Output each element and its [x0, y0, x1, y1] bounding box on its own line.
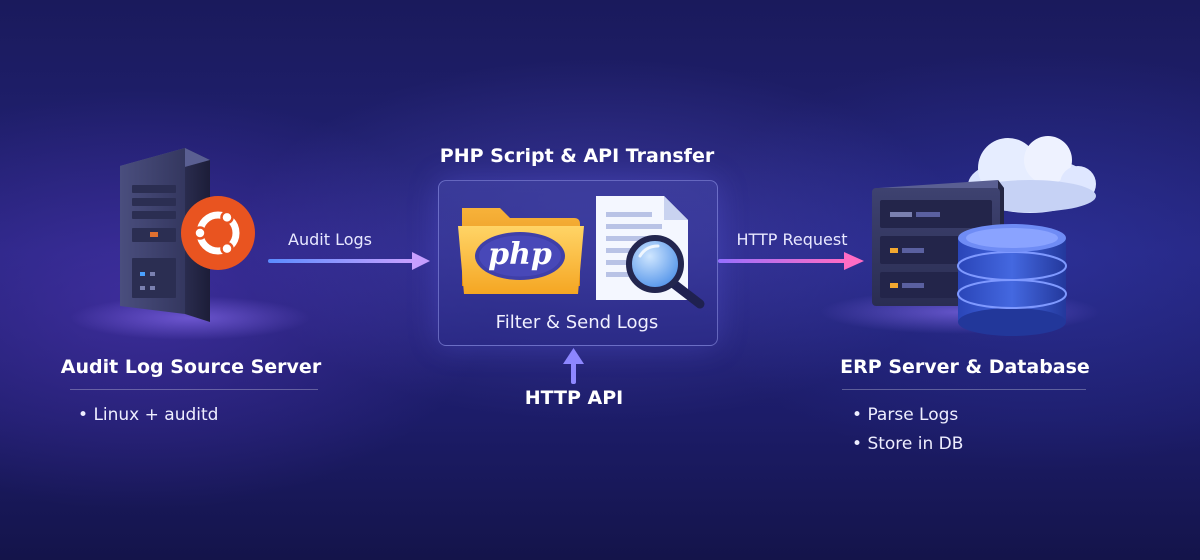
- folder-icon: [458, 208, 584, 294]
- bullet-dot: •: [852, 405, 863, 425]
- http-request-label: HTTP Request: [736, 230, 848, 249]
- database-icon: [957, 224, 1067, 336]
- ubuntu-logo-icon: [181, 196, 255, 270]
- audit-logs-arrow: [268, 252, 430, 270]
- destination-bullet-2: • Store in DB: [852, 434, 963, 454]
- source-bullet: • Linux + auditd: [78, 405, 218, 425]
- destination-divider: [842, 389, 1086, 390]
- http-api-arrow: [563, 348, 584, 384]
- http-api-label: HTTP API: [524, 387, 624, 409]
- server-tower-icon: [70, 148, 310, 340]
- destination-bullet-1: • Parse Logs: [852, 405, 958, 425]
- middle-title: PHP Script & API Transfer: [439, 145, 715, 167]
- http-request-arrow: [718, 252, 864, 270]
- middle-caption: Filter & Send Logs: [495, 312, 659, 333]
- audit-logs-label: Audit Logs: [288, 230, 372, 249]
- destination-bullet-text: Parse Logs: [867, 405, 959, 425]
- source-bullet-text: Linux + auditd: [93, 405, 219, 425]
- source-title: Audit Log Source Server: [60, 356, 322, 378]
- php-logo-text: php: [488, 237, 552, 272]
- source-divider: [70, 389, 318, 390]
- bullet-dot: •: [852, 434, 863, 454]
- destination-title: ERP Server & Database: [840, 356, 1090, 378]
- magnifier-icon: [626, 235, 705, 309]
- destination-bullet-text: Store in DB: [867, 434, 964, 454]
- bullet-dot: •: [78, 405, 89, 425]
